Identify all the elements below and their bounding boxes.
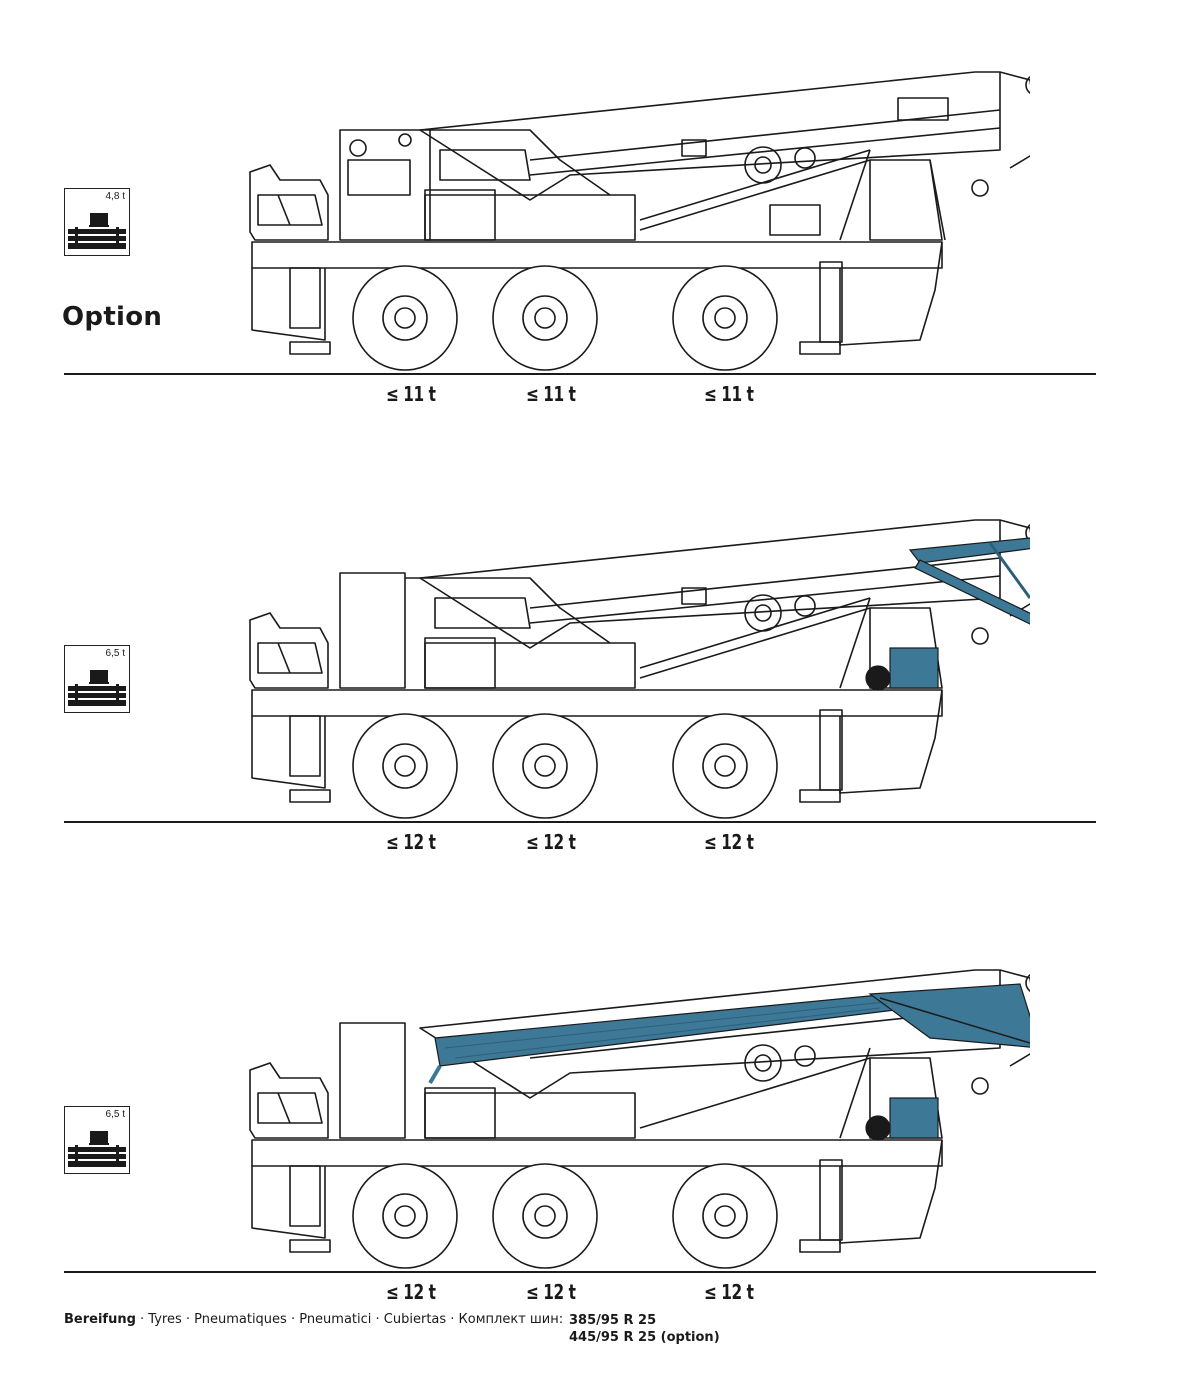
tyre-values: 385/95 R 25 445/95 R 25 (option) [569,1312,720,1346]
crane-drawing [249,519,1030,819]
wheels [352,1163,778,1269]
tyre-label-rest: · Tyres · Pneumatiques · Pneumatici · Cu… [135,1312,564,1327]
tyre-label-line: Bereifung · Tyres · Pneumatiques · Pneum… [64,1312,563,1327]
crane-drawing [249,71,1030,371]
ground-line [64,1271,1096,1273]
tyre-footer: Bereifung · Tyres · Pneumatiques · Pneum… [64,1312,720,1345]
counterweight-badge: 6,5 t [64,645,130,713]
ground-line [64,373,1096,375]
counterweight-badge: 4,8 t [64,188,130,256]
wheels [352,713,778,819]
axle-load-3: ≤ 11 t [704,382,754,406]
lattice-jib [428,983,1030,1141]
tyre-standard: 385/95 R 25 [569,1313,657,1328]
counterweight-icon [68,213,126,249]
counterweight-icon [68,1131,126,1167]
axle-load-1: ≤ 12 t [386,830,436,854]
tyre-option: 445/95 R 25 (option) [569,1330,720,1345]
axle-load-1: ≤ 11 t [386,382,436,406]
counterweight-badge: 6,5 t [64,1106,130,1174]
config-2: 6,5 t [0,448,1181,888]
wheels [352,265,778,371]
axle-load-2: ≤ 12 t [526,830,576,854]
counterweight-value: 6,5 t [105,648,125,659]
axle-load-3: ≤ 12 t [704,1280,754,1304]
config-1: 4,8 t Option [0,0,1181,440]
ground-line [64,821,1096,823]
config-3: 6,5 t [0,898,1181,1338]
counterweight-value: 4,8 t [105,191,125,202]
counterweight-icon [68,670,126,706]
axle-load-1: ≤ 12 t [386,1280,436,1304]
folded-jib [865,537,1030,691]
option-label: Option [62,302,163,332]
axle-load-2: ≤ 11 t [526,382,576,406]
axle-load-3: ≤ 12 t [704,830,754,854]
counterweight-value: 6,5 t [105,1109,125,1120]
axle-load-2: ≤ 12 t [526,1280,576,1304]
tyre-label-lead: Bereifung [64,1312,136,1327]
crane-drawing [249,969,1030,1269]
